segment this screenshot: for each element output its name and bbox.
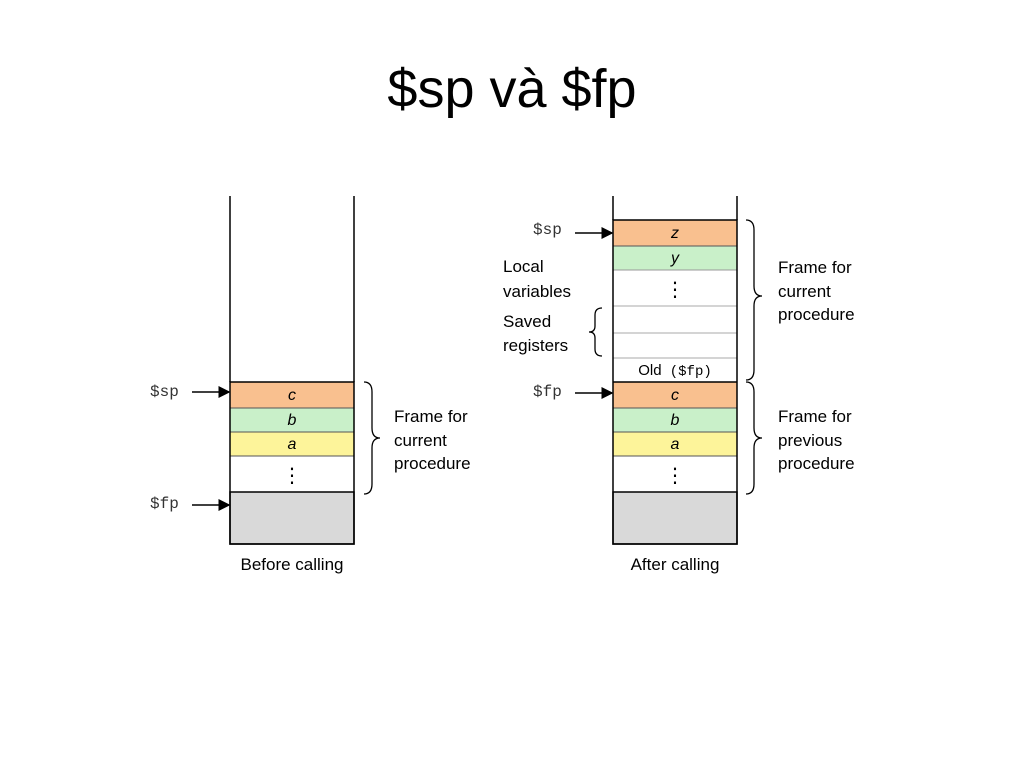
saved-registers-brace <box>588 307 603 357</box>
before-fp-label: $fp <box>150 495 179 513</box>
before-cell-b-label: b <box>288 412 297 429</box>
local-variables-line2: variables <box>503 282 571 301</box>
previous-frame-line3: procedure <box>778 454 855 473</box>
saved-registers-label: Saved registers <box>503 312 568 355</box>
after-cell-old-fp-label: Old ($fp) <box>638 362 712 380</box>
after-cell-ellipsis-bottom-label: ⋮ <box>665 465 685 487</box>
before-cell-a <box>229 431 355 457</box>
current-frame-line3: procedure <box>778 305 855 324</box>
before-frame-border <box>229 381 355 545</box>
previous-frame-label: Frame for previous procedure <box>778 407 856 473</box>
old-fp-mono: ($fp) <box>670 364 712 380</box>
current-frame-brace <box>745 219 763 381</box>
previous-frame-line2: previous <box>778 431 842 450</box>
after-caller-frame <box>612 491 738 545</box>
local-variables-line1: Local <box>503 257 544 276</box>
before-cell-a-label: a <box>288 436 297 453</box>
before-cell-c-label: c <box>288 387 296 404</box>
after-cell-y <box>612 245 738 271</box>
before-frame-brace <box>363 381 381 495</box>
after-cell-z <box>612 219 738 247</box>
current-frame-label: Frame for current procedure <box>778 258 856 324</box>
after-sp-label: $sp <box>533 221 562 239</box>
current-frame-line2: current <box>778 282 831 301</box>
before-cell-ellipsis-label: ⋮ <box>282 465 302 487</box>
before-cell-c <box>229 381 355 409</box>
before-caller-frame <box>229 491 355 545</box>
before-caption: Before calling <box>240 555 343 574</box>
after-cell-saved-2 <box>612 332 738 359</box>
saved-registers-line1: Saved <box>503 312 551 331</box>
after-cell-a-label: a <box>671 436 680 453</box>
after-cell-c-label: c <box>671 387 679 404</box>
before-stack: c b a ⋮ $sp $fp Frame for current proced… <box>150 196 472 574</box>
after-stack: z y ⋮ Old ($fp) c b a ⋮ $sp $fp <box>503 196 856 574</box>
after-cell-z-label: z <box>670 225 679 242</box>
after-caption: After calling <box>631 555 720 574</box>
local-variables-label: Local variables <box>503 257 571 301</box>
before-sp-label: $sp <box>150 383 179 401</box>
slide-title: $sp và $fp <box>387 59 637 119</box>
before-brace-label-line3: procedure <box>394 454 471 473</box>
after-cell-b <box>612 407 738 433</box>
after-cell-a <box>612 431 738 457</box>
after-fp-label: $fp <box>533 383 562 401</box>
previous-frame-line1: Frame for <box>778 407 852 426</box>
after-cell-ellipsis-top-label: ⋮ <box>665 279 685 301</box>
after-cell-b-label: b <box>671 412 680 429</box>
after-cell-saved-1 <box>612 305 738 334</box>
before-brace-label: Frame for current procedure <box>394 407 472 473</box>
current-frame-line1: Frame for <box>778 258 852 277</box>
after-cell-y-label: y <box>670 250 680 267</box>
saved-registers-line2: registers <box>503 336 568 355</box>
old-fp-text: Old <box>638 362 661 379</box>
after-cell-c <box>612 381 738 409</box>
before-brace-label-line1: Frame for <box>394 407 468 426</box>
previous-frame-brace <box>745 381 763 495</box>
before-brace-label-line2: current <box>394 431 447 450</box>
after-cell-ellipsis-top <box>612 269 738 307</box>
after-cell-ellipsis-bottom <box>612 455 738 493</box>
